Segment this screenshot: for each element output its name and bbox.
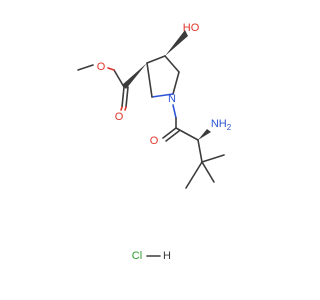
ester-ether-oxygen-label: O	[97, 61, 106, 73]
hydroxyl-label: HO	[183, 22, 200, 34]
amine-nh: NH	[211, 118, 227, 130]
hydroxyl-wedge	[165, 30, 188, 56]
amine-subscript: 2	[227, 123, 232, 132]
tert-butyl-group	[185, 139, 225, 189]
ester-group	[77, 64, 129, 111]
ester-stereo-wedge	[122, 63, 147, 89]
amine-wedge	[198, 129, 211, 140]
chloride-label: Cl	[132, 250, 142, 262]
amide-group	[162, 104, 199, 142]
structure-drawing: HO O O N O NH2 Cl H	[77, 22, 232, 262]
ester-carbonyl-oxygen-label: O	[115, 111, 124, 123]
hydrogen-label: H	[163, 250, 171, 262]
molecule-canvas: HO O O N O NH2 Cl H	[77, 22, 232, 262]
ring-nitrogen-label: N	[168, 93, 176, 105]
amide-oxygen-label: O	[150, 135, 159, 147]
pyrrolidine-ring	[146, 55, 180, 98]
amine-label: NH2	[211, 118, 232, 132]
